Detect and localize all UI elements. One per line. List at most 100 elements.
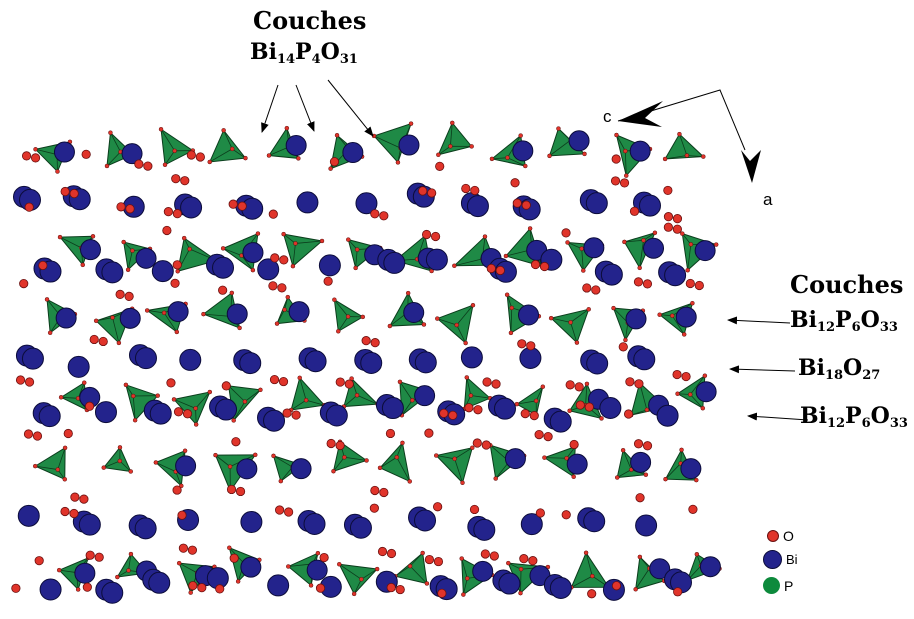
vertex-oxygen	[482, 234, 488, 239]
tetrahedron-edge	[571, 575, 593, 588]
vertex-oxygen	[374, 566, 380, 572]
vertex-oxygen	[290, 263, 296, 269]
tetrahedron-edge	[624, 151, 627, 176]
oxygen-atom	[512, 198, 522, 208]
oxygen-atom	[470, 185, 480, 196]
phosphorus-swatch	[763, 577, 780, 594]
tetrahedron-edge	[295, 240, 323, 244]
vertex-oxygen	[354, 393, 360, 398]
oxygen-atom	[229, 553, 239, 563]
tetrahedron-edge	[682, 233, 692, 245]
bismuth-swatch	[763, 550, 782, 569]
oxygen-atom	[284, 507, 294, 517]
tetrahedron-edge	[516, 400, 537, 405]
vertex-oxygen	[465, 576, 470, 581]
tetrahedron-edge	[665, 155, 687, 160]
bismuth-atom	[680, 458, 702, 480]
tetrahedron-edge	[178, 562, 198, 574]
vertex-oxygen	[278, 478, 284, 484]
oxygen-atom	[535, 508, 545, 518]
bismuth-atom	[151, 260, 174, 283]
tetrahedron-edge	[337, 316, 349, 332]
vertex-oxygen	[32, 463, 38, 469]
oxygen-atom	[421, 229, 432, 240]
bismuth-atom	[212, 256, 235, 279]
oxygen-atom	[379, 487, 389, 498]
vertex-oxygen	[505, 155, 510, 160]
tetrahedron-edge	[639, 240, 644, 268]
phosphate-tetrahedron	[515, 385, 544, 416]
vertex-oxygen	[353, 265, 358, 271]
oxygen-atom	[618, 342, 628, 352]
vertex-oxygen	[271, 453, 276, 459]
bismuth-atom	[355, 192, 378, 215]
legend-phosphorus-label: P	[784, 577, 794, 594]
vertex-oxygen	[126, 568, 131, 573]
oxygen-atom	[98, 336, 108, 347]
oxygen-atom	[84, 401, 95, 411]
tetrahedron-edge	[585, 552, 593, 577]
bismuth-atom	[519, 346, 542, 369]
vertex-oxygen	[644, 407, 650, 413]
vertex-oxygen	[448, 144, 453, 149]
vertex-oxygen	[207, 159, 212, 165]
tetrahedron-edge	[395, 565, 411, 577]
oxygen-atom	[228, 199, 238, 209]
bismuth-atom	[74, 562, 96, 584]
bismuth-atom	[39, 578, 62, 601]
bismuth-atom	[633, 348, 656, 371]
vertex-oxygen	[308, 583, 314, 588]
vertex-oxygen	[342, 455, 347, 460]
vertex-oxygen	[128, 469, 133, 474]
oxygen-atom	[635, 493, 645, 503]
bismuth-atom	[638, 194, 661, 217]
vertex-oxygen	[643, 472, 649, 477]
tetrahedron-edge	[334, 299, 349, 317]
vertex-oxygen	[421, 322, 427, 327]
vertex-oxygen	[701, 154, 706, 159]
tetrahedron-edge	[689, 375, 706, 395]
vertex-oxygen	[359, 577, 364, 582]
vertex-oxygen	[633, 587, 638, 592]
vertex-oxygen	[334, 132, 340, 138]
vertex-oxygen	[332, 297, 337, 302]
tetrahedron-edge	[639, 556, 650, 569]
annotation-arrow-2	[295, 84, 315, 132]
vertex-oxygen	[237, 325, 242, 331]
oxygen-atom	[561, 510, 571, 520]
oxygen-atom	[197, 583, 207, 593]
vertex-oxygen	[556, 126, 561, 131]
oxygen-atom	[439, 408, 449, 418]
vertex-oxygen	[336, 329, 341, 334]
tetrahedron-edge	[581, 248, 584, 271]
tetrahedron-edge	[344, 456, 367, 461]
oxygen-atom	[24, 202, 34, 212]
legend-bismuth-label: Bi	[786, 552, 798, 567]
layer2-formula: Bi18O27	[798, 355, 881, 383]
tetrahedron-edge	[223, 130, 233, 150]
bismuth-atom	[498, 572, 521, 595]
oxygen-atom	[143, 161, 153, 171]
tetrahedron-edge	[59, 236, 82, 249]
vertex-oxygen	[461, 592, 466, 597]
tetrahedron-edge	[228, 385, 246, 402]
vertex-oxygen	[281, 231, 286, 237]
tetrahedron-edge	[35, 148, 58, 155]
phosphate-tetrahedron	[106, 131, 135, 167]
vertex-oxygen	[518, 133, 523, 138]
vertex-oxygen	[62, 477, 68, 482]
oxygen-atom	[23, 429, 34, 439]
vertex-oxygen	[242, 399, 248, 404]
vertex-oxygen	[176, 560, 182, 566]
vertex-oxygen	[410, 398, 415, 403]
vertex-oxygen	[58, 395, 64, 400]
bismuth-atom	[518, 304, 540, 326]
oxygen-atom	[625, 377, 635, 387]
vertex-oxygen	[201, 311, 206, 317]
oxygen-atom	[186, 150, 196, 160]
top-layer-title: Couches	[253, 6, 367, 35]
vertex-oxygen	[540, 384, 546, 389]
tetrahedron-edge	[616, 134, 626, 152]
